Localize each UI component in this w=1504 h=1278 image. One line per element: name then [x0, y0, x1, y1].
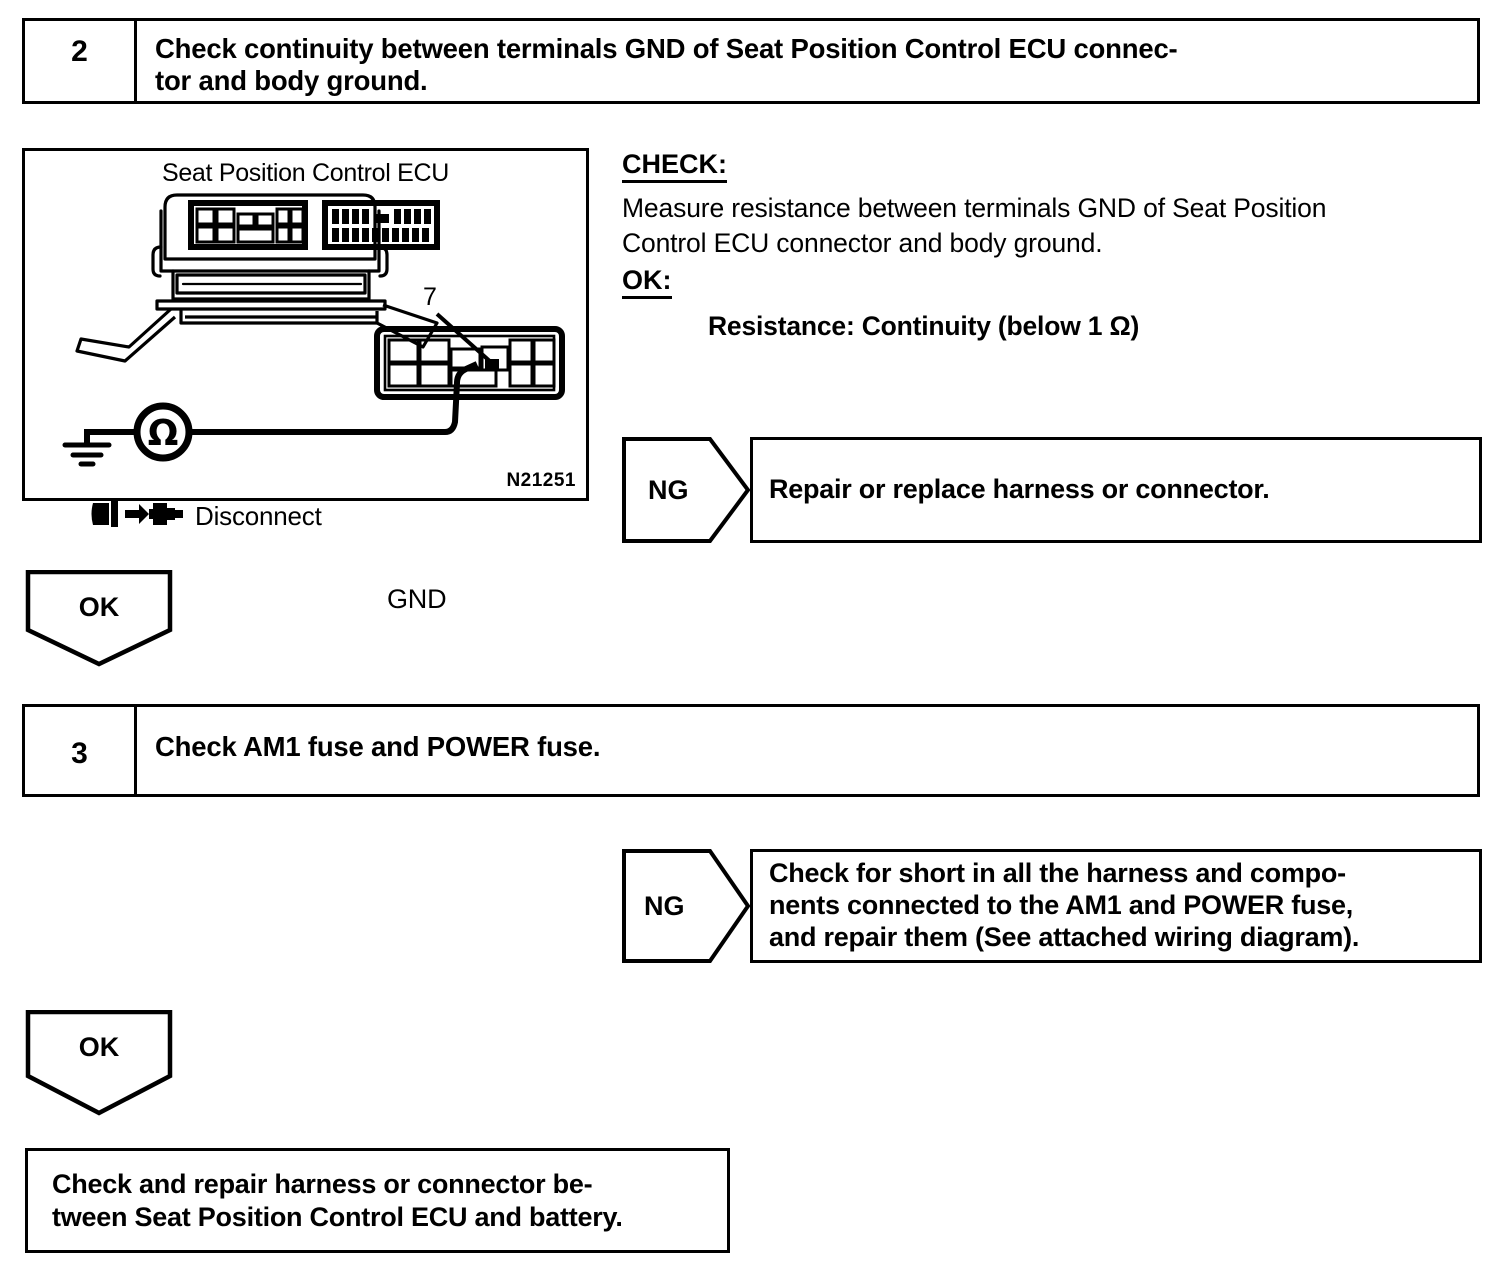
step-3-number-cell: 3	[25, 707, 137, 794]
connector-detail	[374, 312, 565, 400]
ng-tag-1: NG	[622, 437, 750, 543]
step-2-number-cell: 2	[25, 21, 137, 101]
check-line-1: Measure resistance between terminals GND…	[622, 193, 1327, 224]
illustration-title: Seat Position Control ECU	[161, 159, 450, 187]
step-3-box: 3 Check AM1 fuse and POWER fuse.	[22, 704, 1480, 797]
ok-branch-1: OK	[25, 569, 173, 667]
check-text-block: CHECK: Measure resistance between termin…	[622, 149, 1482, 342]
figure-id-label: N21251	[506, 470, 576, 491]
ok-tag-1-label: OK	[78, 592, 120, 622]
ng-2-line-2: nents connected to the AM1 and POWER fus…	[769, 890, 1354, 921]
gnd-label: GND	[387, 584, 447, 614]
ok-heading: OK:	[622, 265, 672, 300]
ecu-line-art: Ω	[62, 193, 565, 467]
step-2-box: 2 Check continuity between terminals GND…	[22, 18, 1480, 104]
ng-branch-1: NG Repair or replace harness or connecto…	[622, 437, 1482, 543]
ng-2-line-3: and repair them (See attached wiring dia…	[769, 921, 1360, 952]
ok-arrow-shape-1	[25, 569, 173, 667]
ng-arrow-shape	[622, 437, 750, 543]
disconnect-label: Disconnect	[195, 501, 322, 531]
disconnect-icon	[91, 501, 183, 527]
ng-result-box-2: Check for short in all the harness and c…	[750, 849, 1482, 963]
final-result-box: Check and repair harness or connector be…	[25, 1148, 730, 1253]
ecu-right-connector	[322, 200, 440, 250]
ng-result-box-1: Repair or replace harness or connector.	[750, 437, 1482, 543]
step-3-text-line-1: Check AM1 fuse and POWER fuse.	[155, 731, 601, 762]
ok-branch-2: OK	[25, 1009, 173, 1116]
check-line-2: Control ECU connector and body ground.	[622, 227, 1103, 258]
ohmmeter-symbol: Ω	[62, 402, 445, 467]
final-line-2: tween Seat Position Control ECU and batt…	[52, 1201, 623, 1232]
ng-branch-2: NG Check for short in all the harness an…	[622, 849, 1482, 963]
ok-tag-2-label: OK	[78, 1032, 120, 1062]
ng-arrow-shape-2	[622, 849, 750, 963]
step-3-text: Check AM1 fuse and POWER fuse.	[137, 707, 1477, 794]
step-3-number: 3	[71, 737, 88, 770]
ng-tag-2: NG	[622, 849, 750, 963]
step-2-number: 2	[71, 35, 88, 68]
ng-tag-1-label: NG	[648, 474, 689, 505]
final-line-1: Check and repair harness or connector be…	[52, 1169, 593, 1200]
step-2-text: Check continuity between terminals GND o…	[137, 21, 1477, 101]
pin-7-label: 7	[423, 283, 437, 311]
ok-arrow-shape-2	[25, 1009, 173, 1116]
svg-text:Ω: Ω	[148, 413, 179, 454]
step-2-text-line-2: tor and body ground.	[155, 64, 428, 96]
ng-1-line-1: Repair or replace harness or connector.	[769, 474, 1270, 505]
step-2-text-line-1: Check continuity between terminals GND o…	[155, 33, 1178, 64]
ng-2-line-1: Check for short in all the harness and c…	[769, 858, 1346, 889]
ecu-left-connector	[188, 200, 308, 250]
check-heading: CHECK:	[622, 149, 727, 184]
illustration-panel: Seat Position Control ECU	[22, 148, 589, 614]
ok-value: Resistance: Continuity (below 1 Ω)	[708, 311, 1140, 342]
ng-tag-2-label: NG	[644, 890, 685, 921]
